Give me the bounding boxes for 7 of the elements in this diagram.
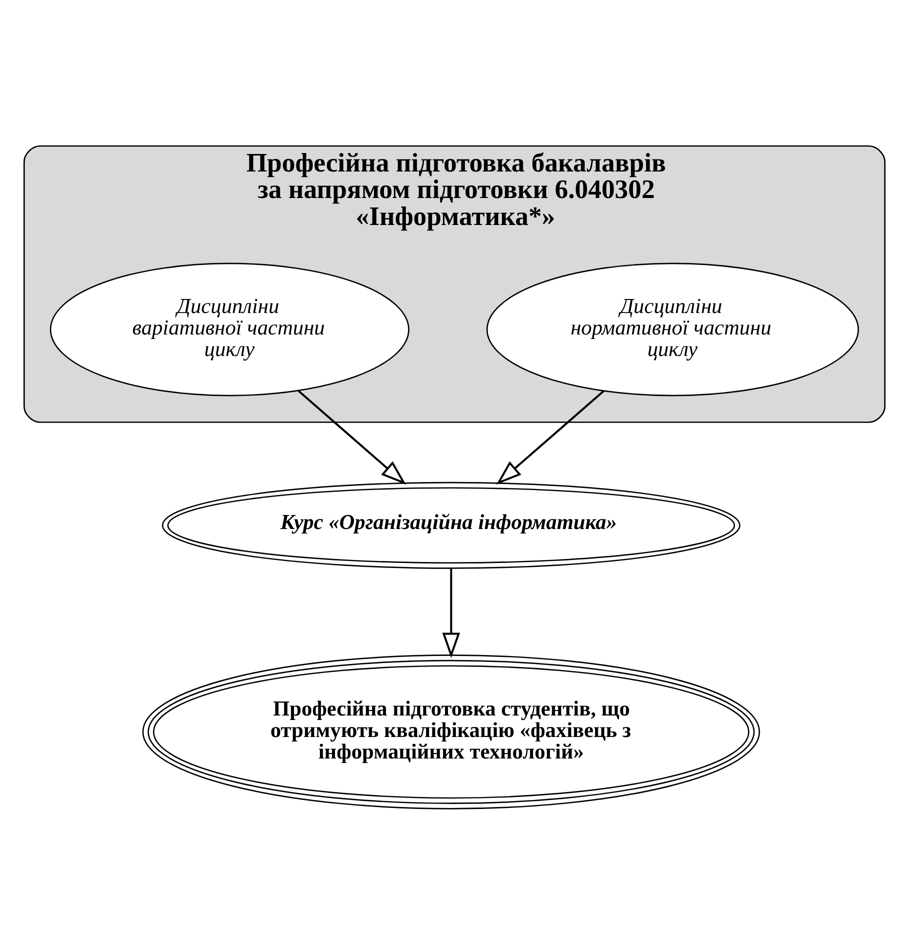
arrow [442, 568, 460, 658]
node-ellipse: Дисципліни нормативної частини циклу [486, 262, 859, 396]
arrow [298, 390, 406, 484]
node-ellipse: Професійна підготовка студентів, що отримують кваліфікацію «фахівець з інформаційних технологій» [142, 654, 760, 809]
node-ellipse: Курс «Організаційна інформатика» [162, 481, 740, 568]
node-ellipse: Дисципліни варіативної частини циклу [50, 262, 410, 396]
arrow [496, 390, 604, 484]
